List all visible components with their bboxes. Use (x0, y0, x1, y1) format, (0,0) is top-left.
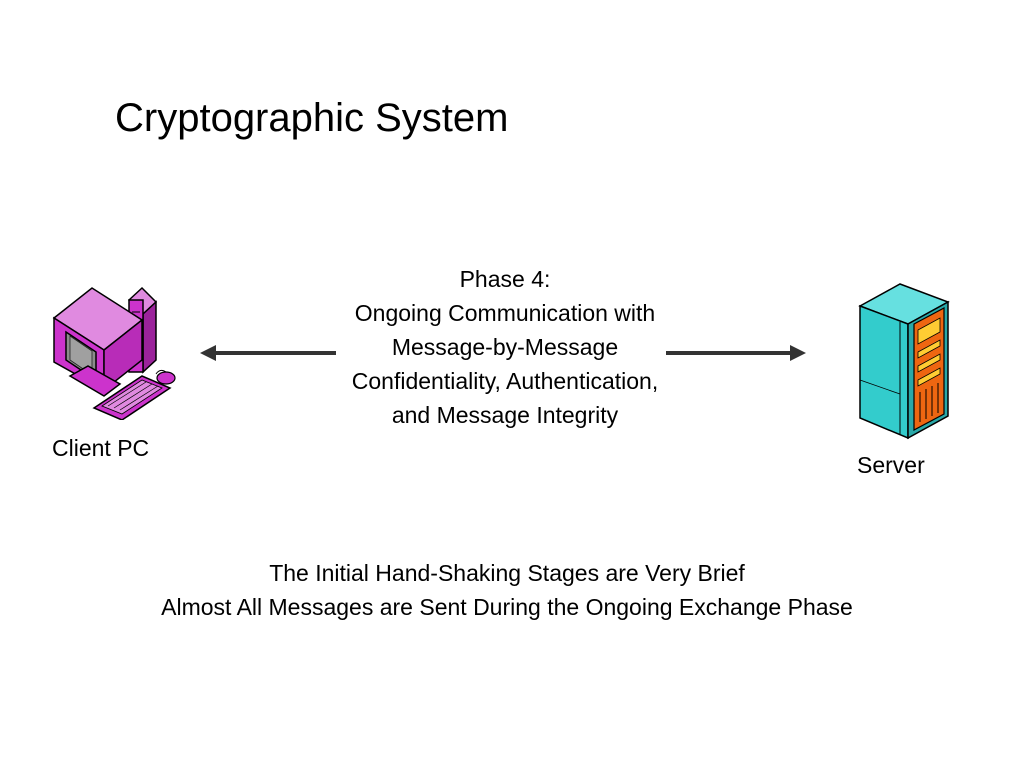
phase-line: Ongoing Communication with (354, 300, 656, 326)
right-arrow-icon (666, 345, 806, 361)
client-pc-label: Client PC (52, 435, 150, 461)
slide-title: Cryptographic System (115, 96, 509, 140)
client-pc-icon (52, 286, 176, 420)
summary-note: The Initial Hand-Shaking Stages are Very… (0, 556, 1014, 624)
server-icon (858, 283, 950, 440)
left-arrow-icon (200, 345, 336, 361)
note-line: The Initial Hand-Shaking Stages are Very… (269, 560, 745, 586)
phase-line: Confidentiality, Authentication, (351, 368, 659, 394)
server-label: Server (857, 452, 925, 478)
phase-line: Message-by-Message (391, 334, 619, 360)
phase-heading: Phase 4: (459, 266, 551, 292)
phase-line: and Message Integrity (391, 402, 619, 428)
note-line: Almost All Messages are Sent During the … (161, 594, 853, 620)
phase-description: Phase 4: Ongoing Communication with Mess… (304, 262, 706, 432)
